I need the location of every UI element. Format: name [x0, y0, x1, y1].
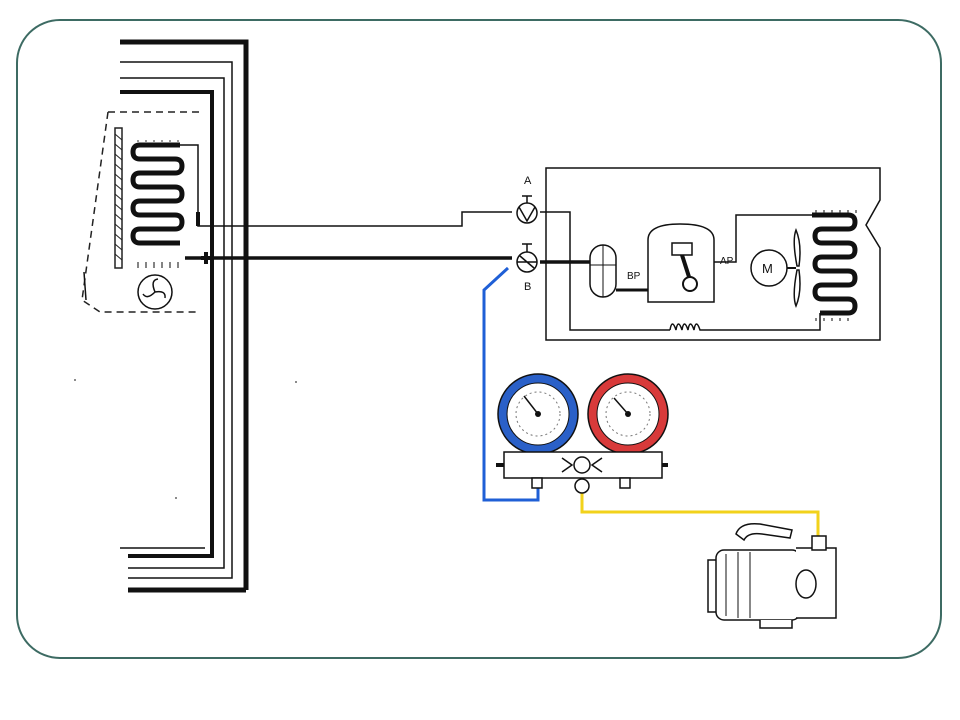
service-valve-a: A — [516, 175, 538, 224]
high-pressure-gauge — [587, 373, 669, 455]
vacuum-pump — [707, 522, 837, 629]
condenser-fan-icon — [793, 228, 801, 308]
valve-a-label: A — [524, 175, 532, 187]
compressor — [647, 223, 715, 303]
capillary-tube — [669, 313, 821, 331]
motor-label: M — [762, 261, 773, 276]
valve-b-label: B — [524, 281, 531, 293]
ap-label: AP — [720, 256, 734, 267]
manifold-gauge-set — [496, 373, 669, 494]
indoor-unit — [81, 111, 200, 313]
refrigerant-lines — [185, 211, 670, 331]
condenser-coil — [812, 212, 858, 316]
wall-section — [120, 39, 249, 593]
bp-label: BP — [627, 271, 641, 282]
service-valve-b: B — [516, 243, 538, 293]
low-pressure-gauge — [497, 373, 579, 455]
outdoor-unit: BP AP M — [545, 167, 881, 341]
evaporator-coil — [130, 142, 185, 246]
service-hose — [580, 492, 820, 540]
low-side-hose — [482, 266, 540, 502]
